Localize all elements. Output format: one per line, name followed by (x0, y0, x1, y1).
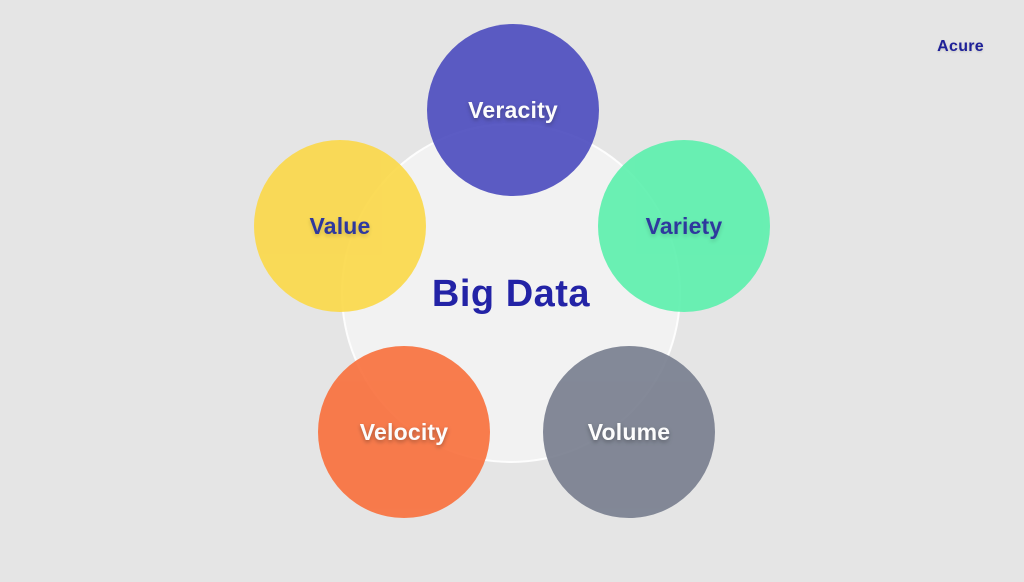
node-variety: Variety (598, 140, 770, 312)
node-veracity: Veracity (427, 24, 599, 196)
brand-logo-text: Acure (937, 38, 984, 55)
node-label-value: Value (309, 212, 371, 239)
node-label-variety: Variety (645, 212, 723, 239)
node-velocity: Velocity (318, 346, 490, 518)
node-value: Value (254, 140, 426, 312)
node-label-velocity: Velocity (359, 418, 449, 445)
node-label-volume: Volume (587, 418, 671, 445)
node-volume: Volume (543, 346, 715, 518)
node-label-veracity: Veracity (468, 96, 558, 123)
center-label: Big Data (431, 272, 591, 315)
